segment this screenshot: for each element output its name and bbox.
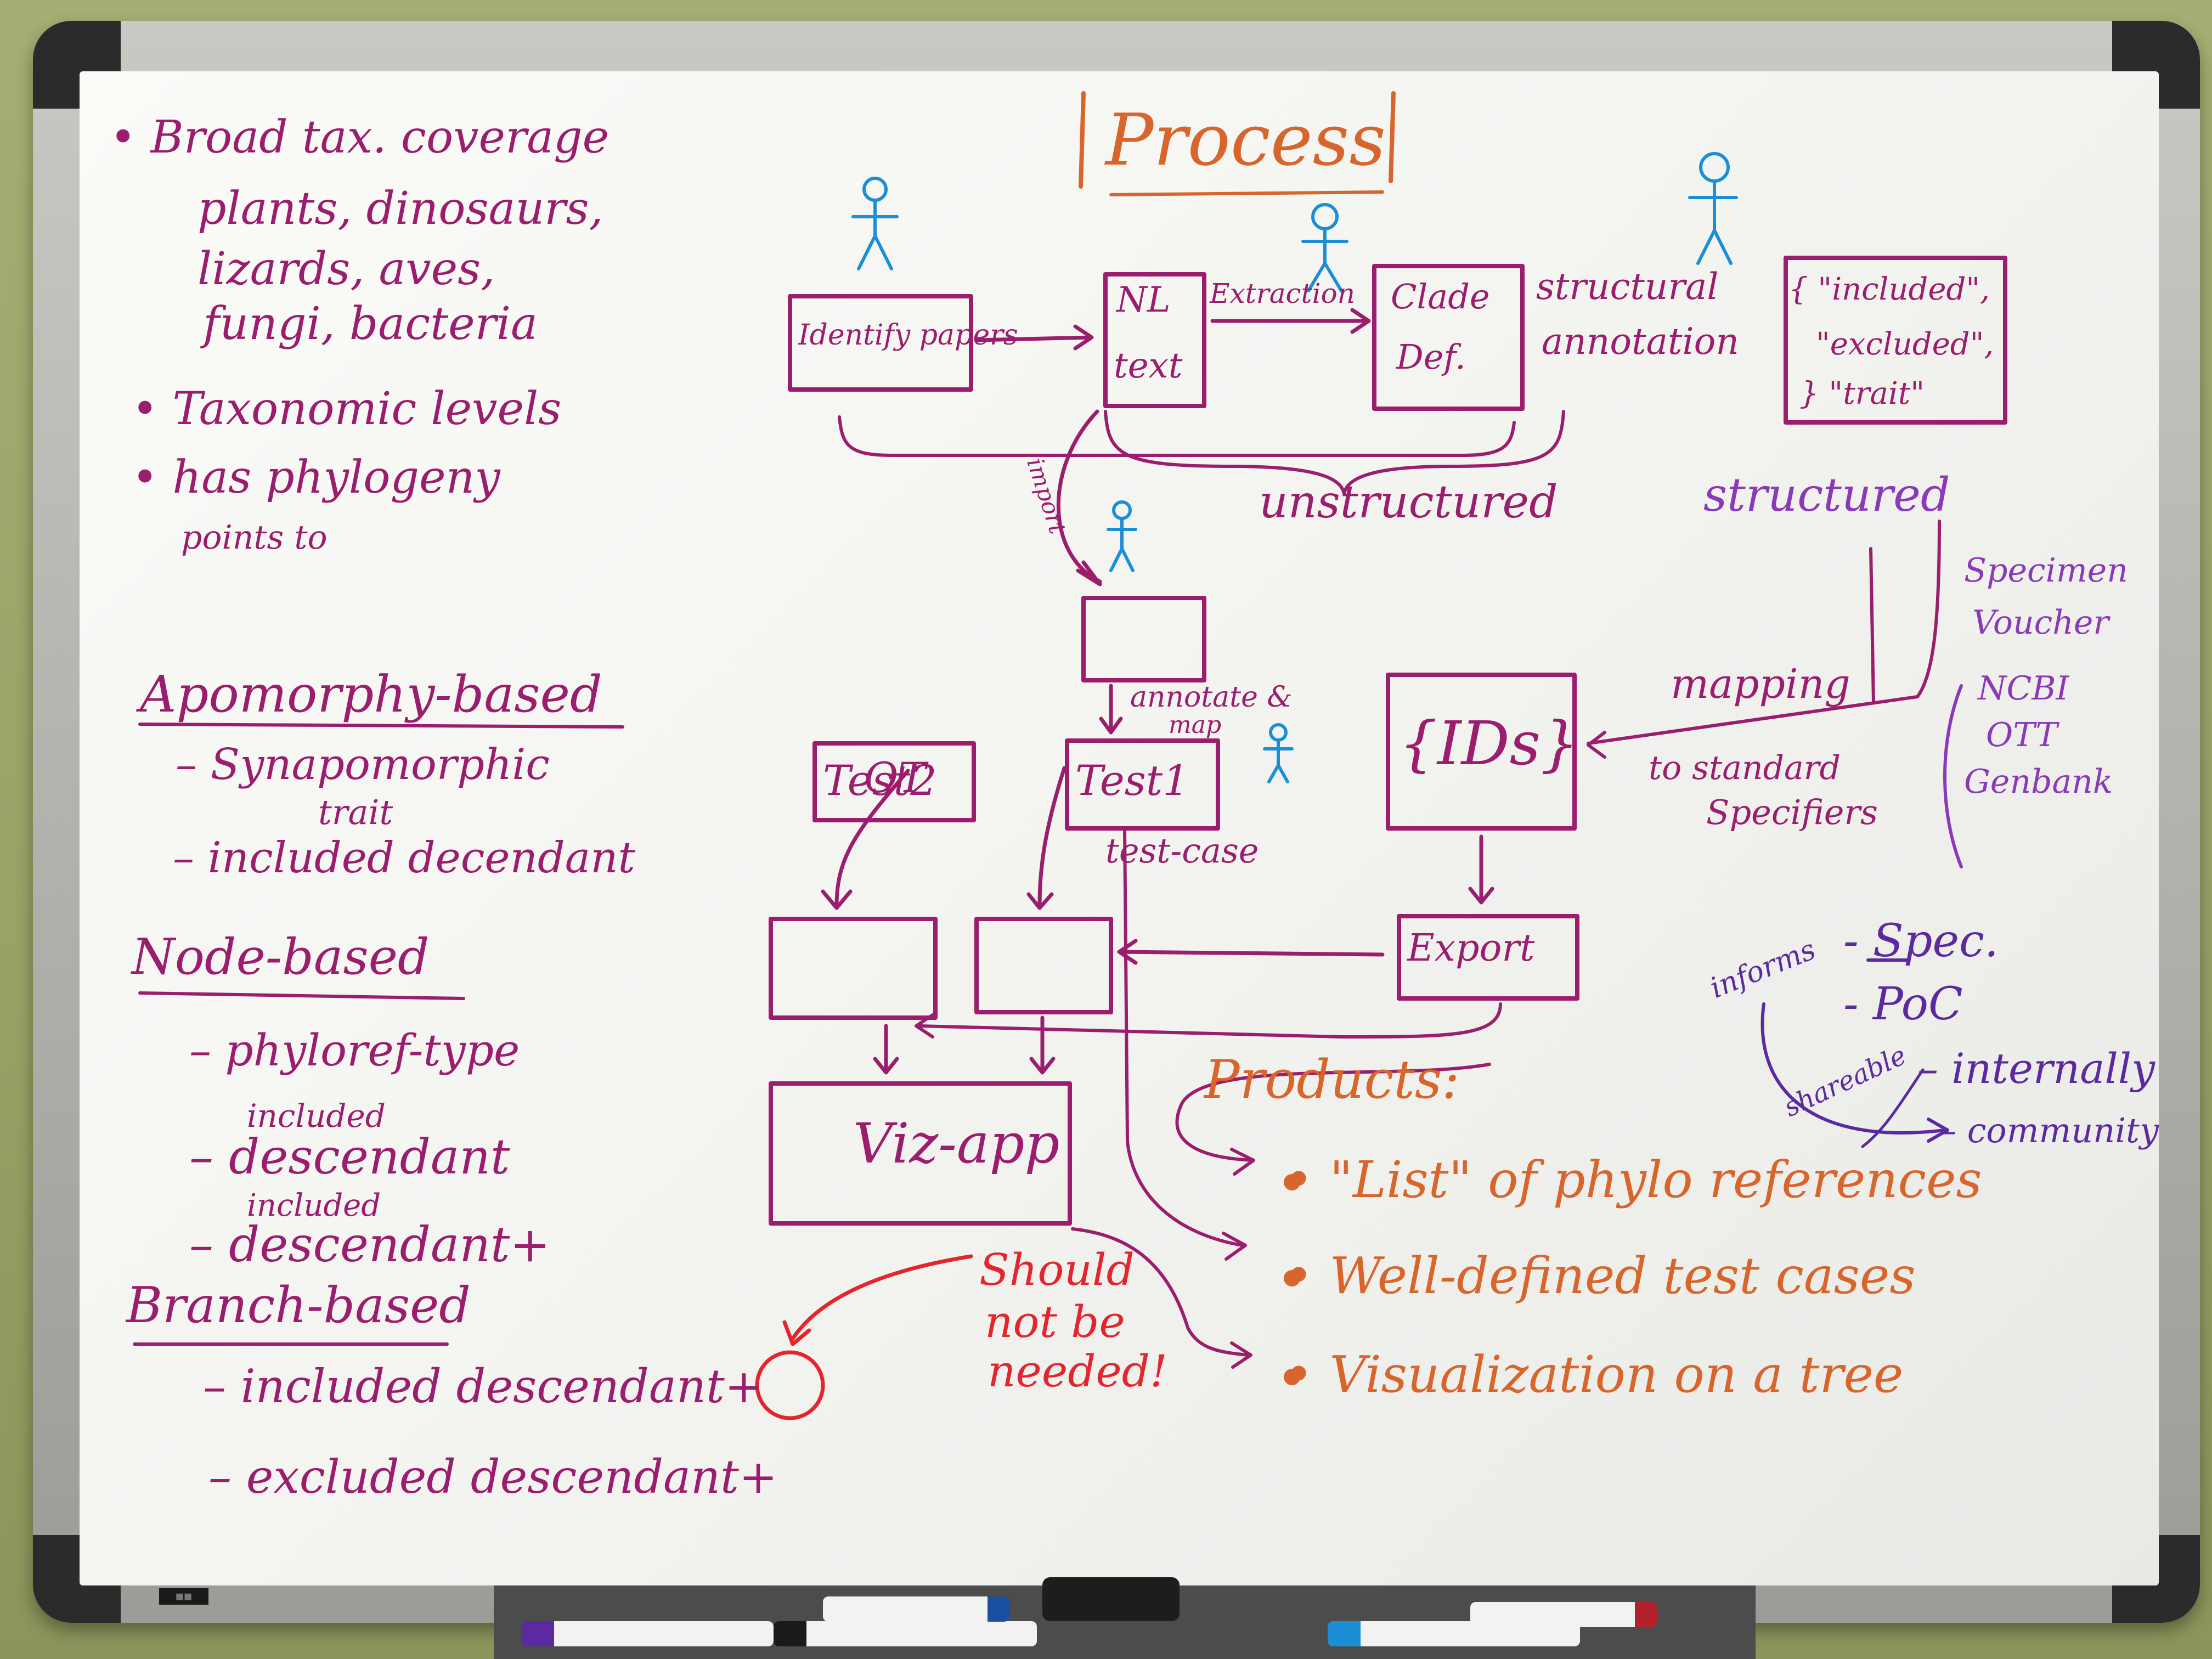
product-list-of-phylorefs: • "List" of phylo references: [1284, 1150, 1982, 1209]
whiteboard: • Broad tax. coverage plants, dinosaurs,…: [80, 71, 2159, 1585]
branch-item-1: – included descendant+: [203, 1359, 764, 1413]
node-item-3a: included: [247, 1188, 381, 1223]
specimen-voucher-label-2: Voucher: [1972, 603, 2109, 642]
products-heading: Products:: [1204, 1049, 1460, 1110]
node-item-3: – descendant+: [189, 1216, 551, 1273]
eraser: [1042, 1577, 1180, 1621]
note-not-be: not be: [985, 1296, 1125, 1347]
coverage-examples-1: plants, dinosaurs,: [198, 183, 603, 235]
node-item-1: – phyloref-type: [189, 1025, 520, 1076]
export-box-label: Export: [1407, 927, 1535, 970]
trait-label: } "trait": [1799, 376, 1925, 411]
heading-branch-based: Branch-based: [126, 1277, 471, 1334]
poc-label: - PoC: [1843, 978, 1963, 1030]
marker: [1470, 1602, 1657, 1627]
board-logo: ■■: [159, 1588, 208, 1605]
annotation-label: annotation: [1542, 320, 1739, 363]
diagram-strokes: [133, 91, 2007, 1420]
excluded-label: "excluded",: [1816, 326, 1994, 362]
nl-text-box-label-2: text: [1114, 346, 1183, 386]
bullet-has-phylogeny: • has phylogeny: [132, 452, 500, 504]
specifiers-label: Specifiers: [1706, 792, 1878, 832]
ncbi-label: NCBI: [1978, 669, 2069, 708]
process-title: Process: [1105, 98, 1386, 182]
coverage-examples-2: lizards, aves,: [198, 243, 495, 295]
mapping-label: mapping: [1671, 661, 1850, 708]
viz-app-box-label: Viz-app: [853, 1111, 1060, 1176]
test-case-label: test-case: [1105, 831, 1259, 871]
heading-apomorphy-based: Apomorphy-based: [140, 665, 602, 724]
identify-papers-box-label: Identify papers: [798, 319, 1018, 352]
ot-box-label: OT: [864, 753, 926, 802]
test2-box-label: Test2: [823, 756, 937, 805]
clade-def-box-label-2: Def.: [1396, 337, 1466, 377]
community-label: – community: [1939, 1110, 2159, 1150]
bullet-taxonomic-levels: • Taxonomic levels: [132, 383, 562, 435]
clade-def-box-label-1: Clade: [1391, 276, 1490, 317]
nl-text-box-label-1: NL: [1116, 280, 1171, 320]
points-to: points to: [181, 518, 328, 557]
to-standard-label: to standard: [1649, 749, 1841, 787]
marker: [521, 1621, 774, 1646]
bullet-broad-taxonomic-coverage: • Broad tax. coverage: [110, 111, 610, 163]
structured-label: structured: [1703, 468, 1950, 522]
annotate-map-label-2: map: [1169, 711, 1222, 739]
internally-label: – internally: [1917, 1044, 2155, 1093]
node-item-2: – descendant: [189, 1128, 510, 1185]
structural-label: structural: [1536, 266, 1719, 308]
node-item-2a: included: [247, 1097, 386, 1135]
apomorphy-item-2: – included decendant: [173, 833, 635, 883]
coverage-examples-3: fungi, bacteria: [203, 298, 538, 350]
product-visualization: • Visualization on a tree: [1284, 1345, 1904, 1404]
note-needed: needed!: [988, 1346, 1168, 1397]
marker: [774, 1621, 1037, 1646]
marker: [823, 1596, 1009, 1622]
included-label: { "included",: [1788, 272, 1990, 307]
ott-label: OTT: [1986, 716, 2058, 754]
apomorphy-item-1: – Synapomorphic: [176, 740, 550, 789]
ids-box-label: {IDs}: [1399, 708, 1579, 778]
heading-node-based: Node-based: [132, 928, 430, 986]
annotate-map-label-1: annotate &: [1130, 681, 1293, 714]
product-test-cases: • Well-defined test cases: [1284, 1246, 1916, 1305]
branch-item-2: – excluded descendant+: [208, 1450, 778, 1504]
spec-label: - Spec.: [1843, 915, 1999, 967]
test1-box-label: Test1: [1075, 756, 1189, 805]
extraction-label: Extraction: [1210, 278, 1355, 309]
specimen-voucher-label-1: Specimen: [1964, 551, 2128, 590]
apomorphy-item-1b: trait: [318, 792, 393, 832]
genbank-label: Genbank: [1964, 763, 2113, 801]
unstructured-label: unstructured: [1259, 476, 1558, 528]
note-should: Should: [979, 1244, 1135, 1295]
